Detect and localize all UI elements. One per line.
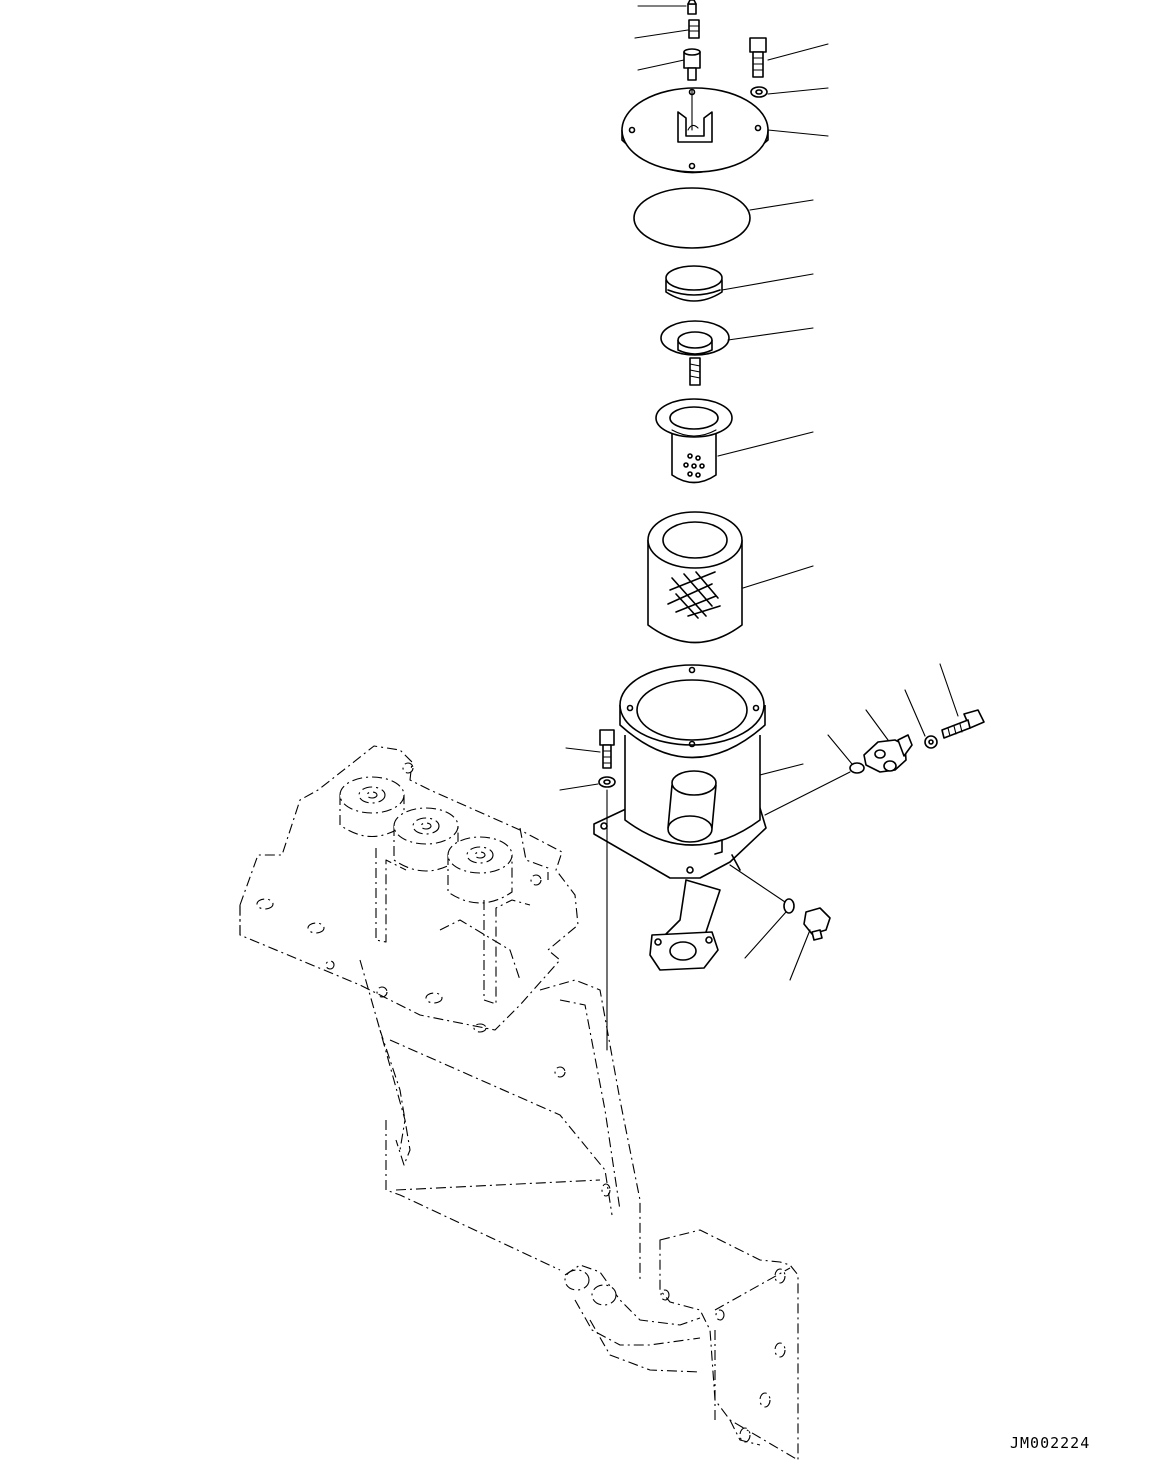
- assembly-line-indicator: [764, 771, 851, 816]
- rubber-mount-3: [447, 836, 513, 904]
- cover-gasket: [633, 187, 751, 249]
- housing-washer: [598, 776, 616, 788]
- filter-spring: [665, 265, 723, 302]
- drawing-code: JM002224: [1010, 1434, 1090, 1452]
- cover-bolt: [749, 37, 767, 78]
- mounting-frame: [239, 745, 799, 1461]
- drain-plug: [803, 907, 831, 941]
- breather-fitting: [688, 19, 700, 39]
- retainer-plate: [660, 320, 730, 386]
- filter-cover: [621, 87, 769, 174]
- assembly-line-right: [729, 864, 786, 903]
- leader-lines: [559, 5, 959, 981]
- indicator-bolt: [941, 709, 985, 739]
- rubber-mount-1: [339, 776, 405, 837]
- inner-filter-element: [655, 398, 733, 484]
- filter-housing: [593, 664, 767, 971]
- outer-filter-element: [647, 511, 743, 644]
- dust-indicator: [863, 734, 913, 773]
- vent-cap: [687, 0, 697, 15]
- dust-indicator-oring: [849, 762, 865, 774]
- drain-oring: [783, 898, 795, 914]
- indicator-washer: [924, 735, 938, 749]
- cover-washer: [750, 86, 768, 98]
- adapter-nut: [683, 48, 701, 81]
- housing-bolt: [599, 729, 615, 769]
